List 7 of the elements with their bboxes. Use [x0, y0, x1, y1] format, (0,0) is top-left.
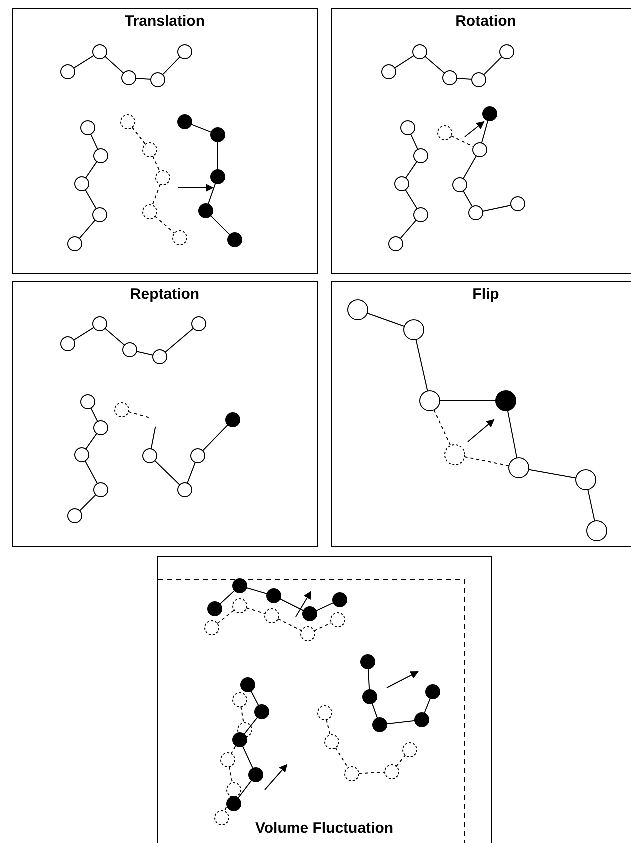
diagram-panel [331, 8, 631, 274]
diagram-panel [12, 281, 318, 547]
panel-title: Reptation [130, 286, 200, 303]
panel-title: Flip [472, 286, 500, 303]
diagram-panel [331, 281, 631, 547]
diagram-panel [157, 556, 492, 843]
diagram-panel [12, 8, 318, 274]
